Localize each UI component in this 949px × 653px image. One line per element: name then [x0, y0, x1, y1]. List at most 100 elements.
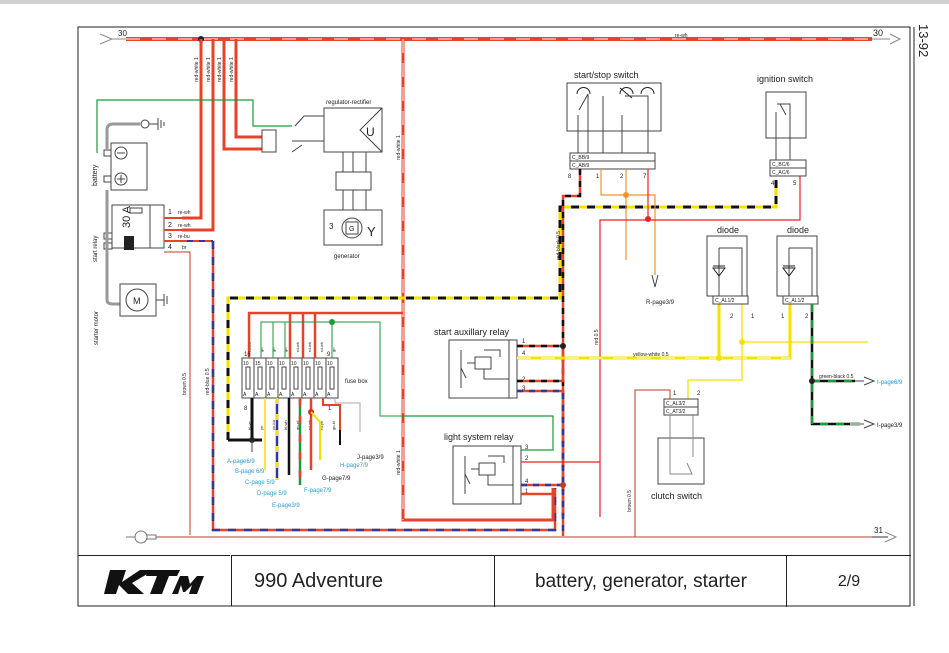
relay-pin-4-wire: br [182, 245, 187, 251]
ref-A[interactable]: A-page6/9 [227, 459, 255, 465]
aux-relay-wires [517, 343, 566, 536]
fuse [257, 366, 263, 390]
clutch-pin-1: 1 [673, 391, 677, 397]
fuse-terminal: A [243, 392, 247, 398]
ss-conn-top: C_BB/9 [572, 155, 589, 161]
terminal-31 [872, 531, 898, 543]
ref-I3[interactable]: I-page3/9 [877, 423, 903, 429]
ground-lug [140, 119, 150, 129]
ref-R: R-page3/9 [646, 300, 675, 306]
model-name: 990 Adventure [231, 555, 494, 606]
terminal-30-left [99, 33, 126, 45]
fuse-terminal: A [267, 392, 271, 398]
yellow-white-wire [517, 300, 868, 400]
fuse-rating: 10 [279, 361, 285, 367]
fuse-top-wire-label: rd-wh [319, 342, 324, 352]
ss-conn-bot: C_AB/9 [572, 163, 589, 169]
diode-1 [706, 235, 749, 305]
fuse-terminal: A [315, 392, 319, 398]
fuse-top-wire-label: gn [331, 348, 336, 352]
fuse-rating: 10 [327, 361, 333, 367]
ref-C[interactable]: C-page 5/9 [245, 480, 275, 486]
fuse-bottom-wire-label: ye-bu [271, 420, 276, 430]
ig-conn-bot: C_AC/6 [772, 170, 790, 176]
ref-J[interactable]: J-page3/9 [357, 455, 384, 461]
fuse-rating: 10 [243, 361, 249, 367]
d2-pin-2: 2 [805, 314, 809, 320]
fuse-pin-9: 9 [327, 352, 331, 358]
svg-text:M: M [133, 296, 141, 306]
fuse-bottom-wire-label: bl-ye [247, 421, 252, 430]
start-aux-relay [448, 339, 518, 399]
red-05-label: red 0.5 [594, 329, 600, 345]
fuse-rating: 15 [255, 361, 261, 367]
clutch-conn-bot: C_AT3/2 [666, 409, 686, 415]
ref-F[interactable]: F-page7/9 [304, 488, 332, 494]
clutch-pin-2: 2 [697, 391, 701, 397]
terminal-30-right-label: 30 [873, 28, 883, 38]
ig-pin-5: 5 [793, 181, 797, 187]
wire-label-rw4: red-white 1 [229, 57, 235, 82]
fuse-terminal: A [291, 392, 295, 398]
fuse-rating: 10 [303, 361, 309, 367]
main-wire-label: re-wh [675, 33, 688, 39]
top-bar [0, 0, 949, 4]
fuse-terminal: A [255, 392, 259, 398]
ig-pin-4: 4 [771, 181, 775, 187]
fuse [245, 366, 251, 390]
svg-text:3: 3 [329, 222, 334, 231]
light-relay-label: light system relay [444, 432, 514, 442]
fuse [281, 366, 287, 390]
ground-icon [157, 118, 165, 130]
ref-D[interactable]: D-page 5/9 [257, 491, 287, 497]
fuse [293, 366, 299, 390]
fuse-feed-wires [247, 311, 403, 417]
diode-2-label: diode [787, 225, 809, 235]
ss-pin-2: 2 [620, 174, 624, 180]
fuse-rating: 10 [291, 361, 297, 367]
light-pin-1: 1 [525, 489, 529, 495]
relay-pin-2-wire: re-wh [178, 223, 191, 229]
red-white-vertical [401, 39, 555, 522]
start-relay-label: start relay [93, 236, 99, 262]
page-ref: 13-92 [916, 24, 931, 58]
ref-G[interactable]: G-page7/9 [322, 476, 351, 482]
aux-relay-label: start auxillary relay [434, 327, 510, 337]
yellow-white-label: yellow-white 0.5 [633, 352, 669, 358]
ref-E[interactable]: E-page3/9 [272, 503, 300, 509]
red-black-label: red-black 0.5 [556, 231, 562, 260]
ref-H[interactable]: H-page7/9 [340, 463, 369, 469]
green-black-label: green-black 0.5 [819, 374, 854, 380]
red-blue-wire [211, 241, 557, 532]
generator-leads [335, 152, 372, 210]
diode-2 [776, 235, 819, 305]
ktm-logo [104, 569, 204, 594]
rw1-label-low: red-white 1 [396, 450, 402, 475]
green-sense-wire [96, 99, 292, 153]
light-system-relay [452, 445, 522, 505]
ref-I6[interactable]: I-page6/9 [877, 380, 903, 386]
fuse [329, 366, 335, 390]
wire-label-rw3: red-white 1 [217, 57, 223, 82]
fuse-terminal: A [279, 392, 283, 398]
sheet-description: battery, generator, starter [494, 555, 787, 607]
aux-pin-1: 1 [522, 339, 526, 345]
light-pin-3: 3 [525, 445, 529, 451]
brown-right-label: brown 0.5 [627, 490, 633, 512]
ref-B[interactable]: B-page 6/9 [235, 469, 265, 475]
fuse-bottom-wire-label: bl-wh [283, 420, 288, 430]
relay-rating: 30 A [121, 205, 133, 228]
page-number: 2/9 [786, 555, 911, 607]
terminal-30-right [872, 33, 902, 45]
d1-pin-1: 1 [751, 314, 755, 320]
aux-pin-3: 3 [522, 386, 526, 392]
fuse-pin-1: 1 [328, 406, 332, 412]
relay-pin-2: 2 [168, 222, 172, 229]
fuse-terminal: A [327, 392, 331, 398]
start-stop-label: start/stop switch [574, 70, 639, 80]
fuse [305, 366, 311, 390]
ignition-switch [765, 91, 807, 177]
terminal-31-label: 31 [874, 526, 883, 535]
fuse-bottom-wire-label: ye [259, 425, 264, 430]
